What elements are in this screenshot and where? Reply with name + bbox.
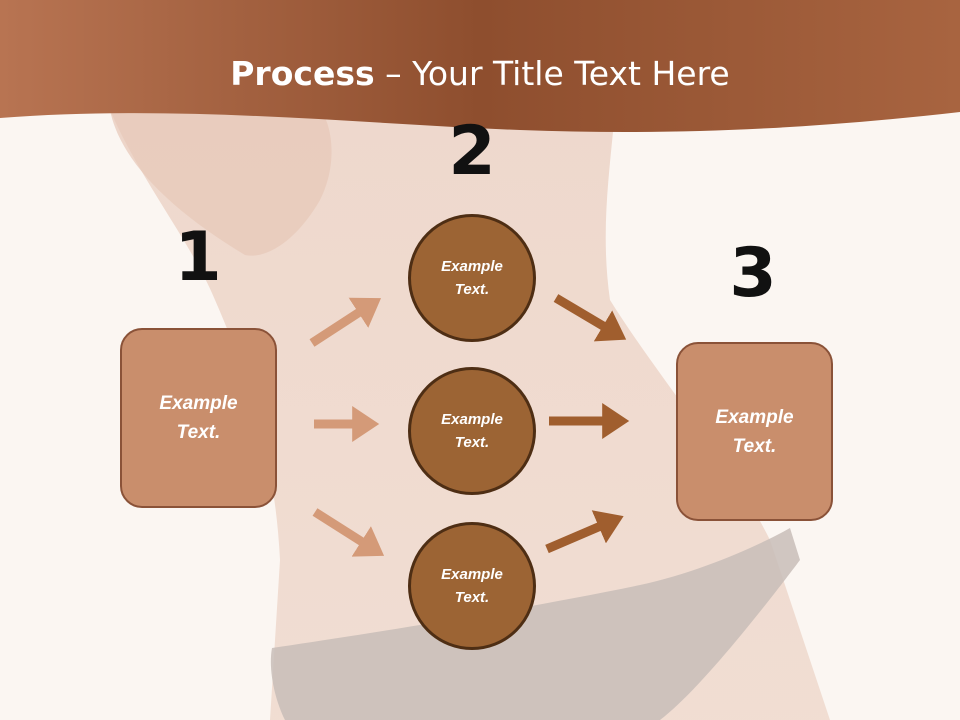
arrow-left-to-top <box>309 297 382 347</box>
title-bold: Process <box>230 54 375 93</box>
circle-text-line2: Text. <box>454 434 490 451</box>
step-1-box: Example Text. <box>120 328 277 508</box>
step-2-circle-bottom: Example Text. <box>408 522 536 650</box>
step-number-2: 2 <box>448 112 496 191</box>
box-text-line1: Example <box>715 406 794 428</box>
slide-title: Process – Your Title Text Here <box>0 52 960 96</box>
step-number-1: 1 <box>174 218 222 297</box>
circle-text-line1: Example <box>441 411 503 428</box>
arrow-bottom-to-right <box>545 510 624 554</box>
box-text-line2: Text. <box>176 422 221 443</box>
circle-text-line2: Text. <box>454 589 490 606</box>
step-2-circle-top: Example Text. <box>408 214 536 342</box>
arrow-left-to-bottom <box>312 508 385 557</box>
step-number-3: 3 <box>729 234 777 313</box>
step-3-box: Example Text. <box>676 342 833 521</box>
circle-text-line2: Text. <box>454 281 490 298</box>
circle-text-line1: Example <box>441 258 503 275</box>
title-rest: – Your Title Text Here <box>374 54 730 93</box>
circle-text-line1: Example <box>441 566 503 583</box>
box-text-line1: Example <box>159 393 238 414</box>
step-2-circle-middle: Example Text. <box>408 367 536 495</box>
box-text-line2: Text. <box>732 435 777 457</box>
arrow-top-to-right <box>553 294 627 342</box>
